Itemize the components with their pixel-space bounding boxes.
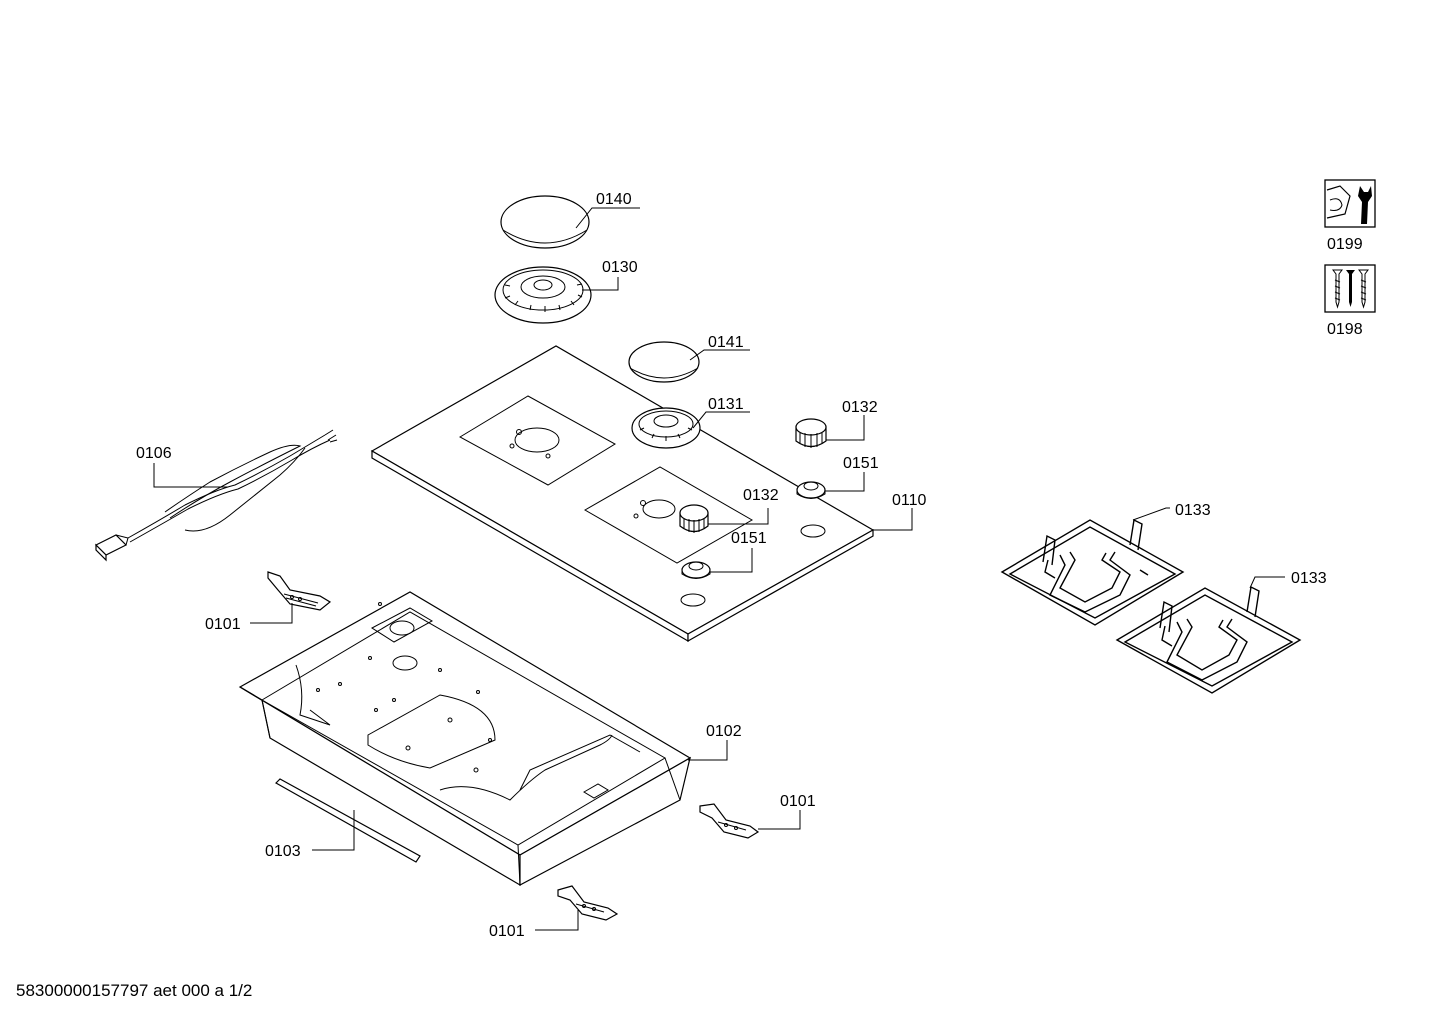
label-0151-front: 0151 [731, 530, 767, 547]
pan-support-2 [1115, 585, 1302, 694]
wrench-nut-icon [1324, 179, 1376, 228]
pan-support-1 [1000, 518, 1185, 626]
cooktop-top-plate [370, 345, 875, 643]
power-cable [94, 429, 338, 562]
part-labels: 0140 0130 0141 0131 0132 0151 0132 0110 … [136, 191, 1363, 940]
label-0110: 0110 [892, 492, 927, 509]
burner-cap-small [628, 341, 700, 383]
label-0132-rear: 0132 [842, 399, 878, 416]
burner-ring-large [494, 266, 592, 324]
label-0106: 0106 [136, 445, 172, 462]
label-0101-right: 0101 [780, 793, 816, 810]
label-0198: 0198 [1327, 321, 1363, 338]
label-0140: 0140 [596, 191, 632, 208]
mounting-clamp-2 [699, 803, 760, 839]
leader-lines [153, 207, 1285, 931]
label-0132-front: 0132 [743, 487, 779, 504]
label-0133-second: 0133 [1291, 570, 1327, 587]
seal-strip [275, 778, 421, 863]
bottom-housing-tray [238, 591, 692, 887]
document-id-footer: 58300000157797 aet 000 a 1/2 [16, 981, 253, 1000]
knob-bezel-rear [796, 481, 826, 499]
burner-cap-large [500, 195, 590, 249]
mounting-clamp-3 [557, 885, 619, 921]
mounting-clamp-1 [267, 571, 332, 611]
label-0199: 0199 [1327, 236, 1363, 253]
label-0130: 0130 [602, 259, 638, 276]
label-0103: 0103 [265, 843, 301, 860]
label-0141: 0141 [708, 334, 744, 351]
label-0101-top: 0101 [205, 616, 241, 633]
label-0133-first: 0133 [1175, 502, 1211, 519]
label-0151-rear: 0151 [843, 455, 879, 472]
control-knob-front [679, 504, 709, 533]
control-knob-rear [795, 418, 827, 448]
label-0101-bottom: 0101 [489, 923, 525, 940]
screws-icon [1324, 264, 1376, 313]
knob-bezel-front [681, 561, 711, 579]
burner-ring-small [631, 407, 701, 449]
label-0102: 0102 [706, 723, 742, 740]
label-0131: 0131 [708, 396, 744, 413]
